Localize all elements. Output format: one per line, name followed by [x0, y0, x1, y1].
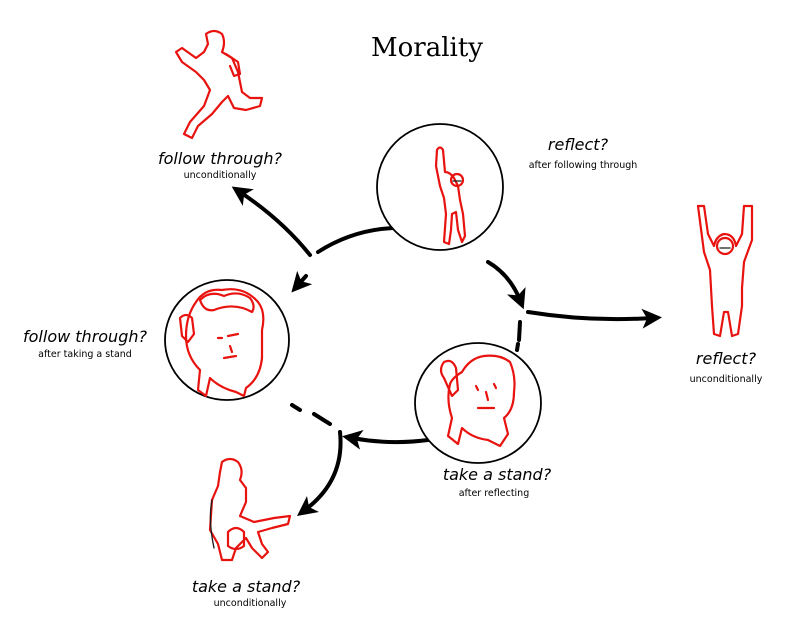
node-follow-through: [164, 279, 290, 401]
cycle-dash-right-1: [517, 320, 522, 342]
svg-text:after reflecting: after reflecting: [459, 488, 530, 499]
running-figure-icon: [174, 29, 264, 140]
node-take-a-stand: [414, 342, 542, 464]
label-take-a-stand-mid: take a stand? after reflecting: [443, 465, 552, 499]
node-follow-through-circle: [164, 279, 290, 401]
node-reflect: [376, 123, 504, 251]
sitting-pointing-figure-icon: [208, 457, 292, 562]
cycle-arc-left: [291, 270, 313, 293]
outward-arrows: [231, 186, 662, 517]
arrow-to-reflect: [526, 308, 662, 329]
arms-raised-figure-icon: [696, 204, 754, 338]
svg-text:unconditionally: unconditionally: [214, 598, 287, 609]
svg-text:unconditionally: unconditionally: [184, 170, 257, 181]
cycle-dash-left-2: [290, 403, 302, 412]
svg-text:after following through: after following through: [529, 160, 638, 171]
waving-figure-icon: [434, 146, 467, 246]
cycle-arc-bottom: [342, 429, 430, 450]
svg-text:reflect?: reflect?: [696, 349, 757, 368]
cycle-dash-left-1: [312, 412, 332, 426]
svg-text:unconditionally: unconditionally: [690, 374, 763, 385]
svg-text:follow through?: follow through?: [158, 149, 282, 168]
thinking-face-icon: [178, 288, 265, 398]
label-follow-through-top: follow through? unconditionally: [158, 149, 282, 181]
svg-text:take a stand?: take a stand?: [192, 577, 301, 596]
svg-text:follow through?: follow through?: [23, 327, 147, 346]
page-title: Morality: [371, 33, 483, 63]
svg-text:reflect?: reflect?: [548, 135, 609, 154]
label-reflect-right: reflect? unconditionally: [690, 349, 763, 385]
label-take-a-stand-bottom: take a stand? unconditionally: [192, 577, 301, 609]
svg-text:after taking a stand: after taking a stand: [38, 349, 132, 360]
label-follow-through-left: follow through? after taking a stand: [23, 327, 147, 360]
svg-text:take a stand?: take a stand?: [443, 465, 552, 484]
cycle-dash-right-2: [515, 342, 520, 352]
node-take-a-stand-circle: [414, 342, 542, 464]
label-reflect-top: reflect? after following through: [529, 135, 638, 171]
resolute-face-icon: [439, 354, 516, 448]
cycle-arc-right-top: [486, 260, 526, 310]
arrow-to-take-a-stand: [297, 430, 343, 517]
arrow-to-follow-through: [231, 186, 312, 257]
